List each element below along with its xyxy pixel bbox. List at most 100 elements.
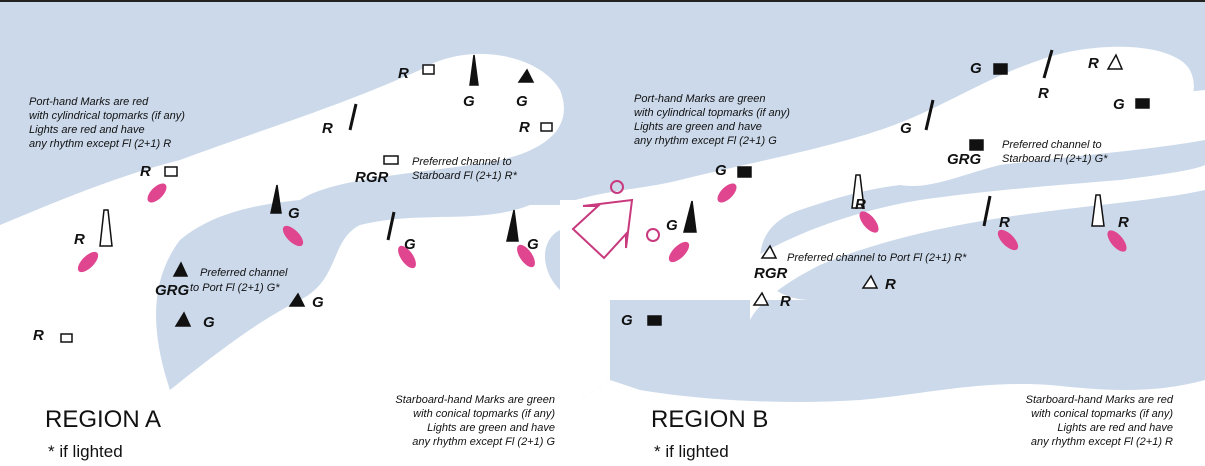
- conical-buoy-mark: [1106, 53, 1124, 70]
- arrow-circle: [610, 180, 624, 194]
- mark-label: G: [970, 60, 982, 77]
- mark-label: G: [621, 312, 633, 329]
- note-line: Preferred channel to: [1002, 139, 1102, 151]
- note-line: Starboard Fl (2+1) G*: [1002, 153, 1108, 165]
- light-flare: [668, 241, 690, 263]
- spar-port-mark: [348, 103, 358, 131]
- note-line: Lights are red and have: [1057, 422, 1173, 434]
- note-line: any rhythm except Fl (2+1) R: [1031, 436, 1173, 448]
- spar-starboard-mark: [386, 211, 396, 241]
- note-line: Lights are red and have: [29, 124, 145, 136]
- can-buoy-mark: [647, 315, 662, 326]
- mark-label: R: [519, 119, 530, 136]
- mark-label: R: [322, 120, 333, 137]
- conical-buoy-mark: [861, 274, 879, 289]
- starboard-tower-mark: [683, 200, 697, 233]
- mark-label: G: [1113, 96, 1125, 113]
- region-b-land: [560, 46, 1205, 466]
- can-buoy-mark: [993, 63, 1008, 75]
- mark-label: R: [1088, 55, 1099, 72]
- region-a-title: REGION A: [45, 406, 161, 433]
- region-b-title: REGION B: [651, 406, 768, 433]
- mark-label: R: [780, 293, 791, 310]
- can-buoy-mark: [60, 333, 73, 343]
- region-b-pref-port-note: Preferred channel to Port Fl (2+1) R*: [787, 252, 967, 264]
- note-line: Lights are green and have: [634, 121, 762, 133]
- note-line: with conical topmarks (if any): [413, 408, 555, 420]
- lighthouse-starboard-mark: [1091, 194, 1105, 227]
- mark-label: G: [288, 205, 300, 222]
- mark-label: G: [666, 217, 678, 234]
- region-a-starboard-note: Starboard-hand Marks are green with coni…: [395, 394, 555, 448]
- note-line: with cylindrical topmarks (if any): [634, 107, 790, 119]
- light-flare: [77, 251, 99, 273]
- conical-buoy-mark: [174, 311, 192, 327]
- mark-label: GRG: [947, 151, 982, 168]
- light-flare: [859, 211, 879, 233]
- note-line: Lights are green and have: [427, 422, 555, 434]
- light-flare: [147, 183, 167, 203]
- note-line: to Port Fl (2+1) G*: [190, 282, 280, 294]
- region-b-port-note: Port-hand Marks are green with cylindric…: [634, 93, 790, 147]
- spar-port-mark: [1042, 49, 1054, 79]
- mark-label: R: [855, 196, 866, 213]
- mark-label: G: [312, 294, 324, 311]
- conical-buoy-mark: [760, 244, 778, 259]
- mark-label: R: [1118, 214, 1129, 231]
- spar-starboard-mark: [982, 195, 992, 227]
- mark-label: RGR: [754, 265, 788, 282]
- note-line: Starboard Fl (2+1) R*: [412, 170, 518, 182]
- mark-label: G: [516, 93, 528, 110]
- mark-label: GRG: [155, 282, 190, 299]
- conical-buoy-mark: [172, 261, 189, 277]
- mark-label: G: [404, 236, 416, 253]
- note-line: Preferred channel to: [412, 156, 512, 168]
- mark-label: R: [398, 65, 409, 82]
- region-a-land: [0, 53, 610, 466]
- mark-label: R: [74, 231, 85, 248]
- note-line: Port-hand Marks are red: [29, 96, 149, 108]
- note-line: with conical topmarks (if any): [1031, 408, 1173, 420]
- starboard-tower-mark: [469, 54, 479, 86]
- note-line: with cylindrical topmarks (if any): [29, 110, 185, 122]
- region-b-starboard-note: Starboard-hand Marks are red with conica…: [1026, 394, 1174, 448]
- mark-label: G: [715, 162, 727, 179]
- note-line: Starboard-hand Marks are green: [395, 394, 555, 406]
- region-a-pref-starboard-note: Preferred channel to Starboard Fl (2+1) …: [412, 156, 518, 182]
- region-a-port-note: Port-hand Marks are red with cylindrical…: [29, 96, 185, 150]
- region-b-pref-starboard-note: Preferred channel to Starboard Fl (2+1) …: [1002, 139, 1108, 165]
- note-line: Port-hand Marks are green: [634, 93, 765, 105]
- mark-labels: R G G R R R RGR R G G G GRG G G R G R R …: [33, 55, 1129, 344]
- light-flare: [717, 183, 737, 203]
- note-line: Preferred channel: [200, 267, 288, 279]
- region-a-marks: [60, 54, 553, 343]
- conical-buoy-mark: [517, 68, 535, 83]
- note-line: any rhythm except Fl (2+1) G: [412, 436, 555, 448]
- note-line: any rhythm except Fl (2+1) G: [634, 135, 777, 147]
- pref-starboard-mark: [383, 155, 399, 165]
- note-line: any rhythm except Fl (2+1) R: [29, 138, 171, 150]
- mark-label: R: [140, 163, 151, 180]
- light-flare: [517, 244, 535, 268]
- starboard-tower-mark: [270, 184, 282, 214]
- conical-buoy-mark: [288, 292, 306, 307]
- light-flare: [282, 225, 304, 247]
- can-buoy-mark: [1135, 98, 1150, 109]
- light-flare: [997, 229, 1019, 251]
- note-line: Preferred channel to Port Fl (2+1) R*: [787, 252, 967, 264]
- spar-port-mark: [924, 99, 935, 131]
- mark-label: R: [33, 327, 44, 344]
- starboard-tower-mark: [506, 209, 519, 242]
- can-buoy-mark: [737, 166, 752, 178]
- region-a-legend: * if lighted: [48, 442, 123, 461]
- can-buoy-mark: [164, 166, 178, 177]
- can-buoy-mark: [540, 122, 553, 132]
- mark-label: G: [203, 314, 215, 331]
- light-flare: [1107, 230, 1127, 252]
- light-flares: [77, 183, 1127, 273]
- mark-label: R: [999, 214, 1010, 231]
- lighthouse-starboard-mark: [851, 174, 865, 209]
- can-topmark-mark: [422, 64, 435, 75]
- pref-starboard-mark: [969, 139, 984, 151]
